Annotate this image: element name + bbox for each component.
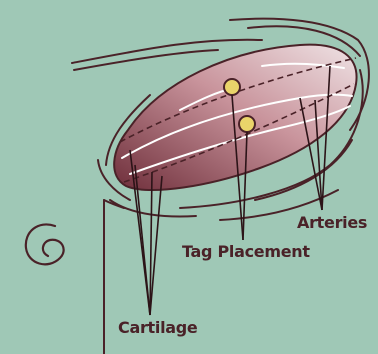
cartilage-label: Cartilage: [118, 320, 197, 336]
tag-marker: [239, 116, 255, 132]
tag-marker: [224, 79, 240, 95]
ear-canal-curl-icon: [26, 224, 64, 264]
tag-placement-label: Tag Placement: [182, 244, 310, 260]
arteries-label: Arteries: [297, 215, 367, 231]
